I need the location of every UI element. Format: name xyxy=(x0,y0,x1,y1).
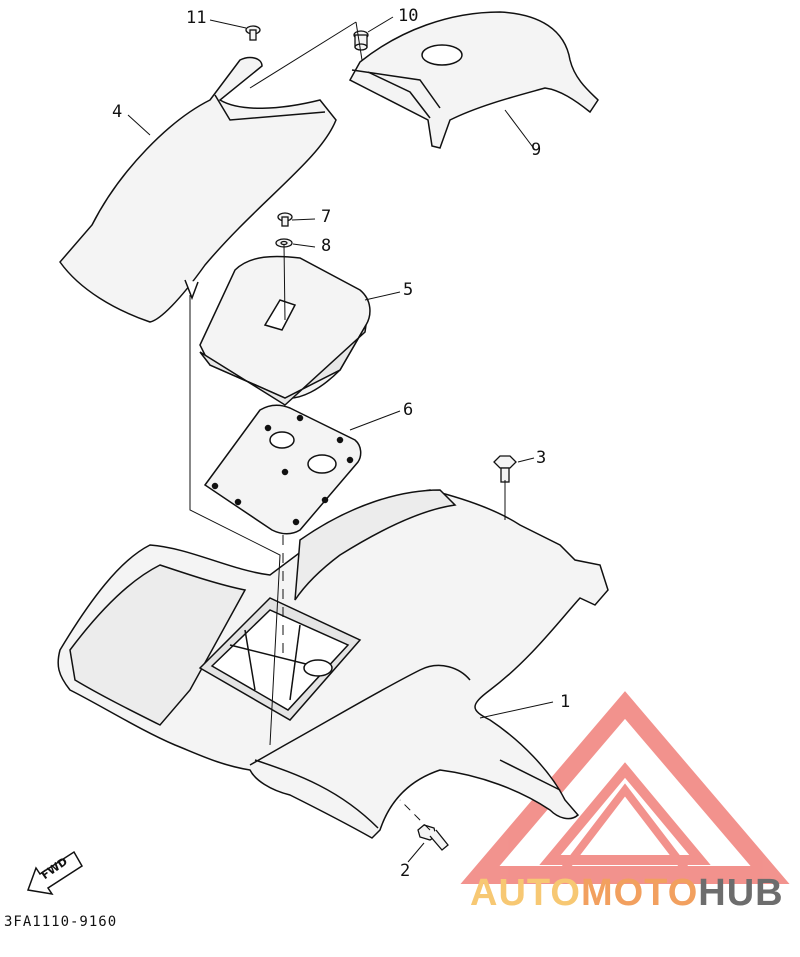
fwd-arrow-icon xyxy=(26,850,84,896)
part-7-screw-icon xyxy=(277,212,293,227)
catalog-code: 3FA1110-9160 xyxy=(4,914,118,930)
callout-5: 5 xyxy=(403,280,414,300)
brand-logo-text: AUTOMOTOHUB xyxy=(470,872,784,915)
logo-word-moto: MOTO xyxy=(580,872,699,914)
part-10-collar-icon xyxy=(353,30,369,51)
callout-2: 2 xyxy=(400,861,411,881)
part-9-rear-top-cover xyxy=(348,11,599,149)
part-4-rear-flap xyxy=(59,56,337,323)
logo-word-auto: AUTO xyxy=(470,872,581,914)
callout-7: 7 xyxy=(321,207,332,227)
part-1-rear-fender xyxy=(57,489,609,839)
part-11-screw-icon xyxy=(245,25,261,41)
callout-10: 10 xyxy=(398,6,419,26)
part-2-bolt-icon xyxy=(417,824,449,851)
logo-word-hub: HUB xyxy=(698,872,784,914)
callout-8: 8 xyxy=(321,236,332,256)
part-5-toolbox-lid xyxy=(199,255,371,406)
callout-4: 4 xyxy=(112,102,123,122)
callout-9: 9 xyxy=(531,140,542,160)
part-3-bolt-icon xyxy=(493,455,517,483)
callout-6: 6 xyxy=(403,400,414,420)
callout-11: 11 xyxy=(186,8,207,28)
callout-1: 1 xyxy=(560,692,571,712)
callout-3: 3 xyxy=(536,448,547,468)
assembly-lines xyxy=(189,21,506,831)
leader-lines xyxy=(127,16,554,863)
part-6-cover-plate xyxy=(203,404,362,535)
